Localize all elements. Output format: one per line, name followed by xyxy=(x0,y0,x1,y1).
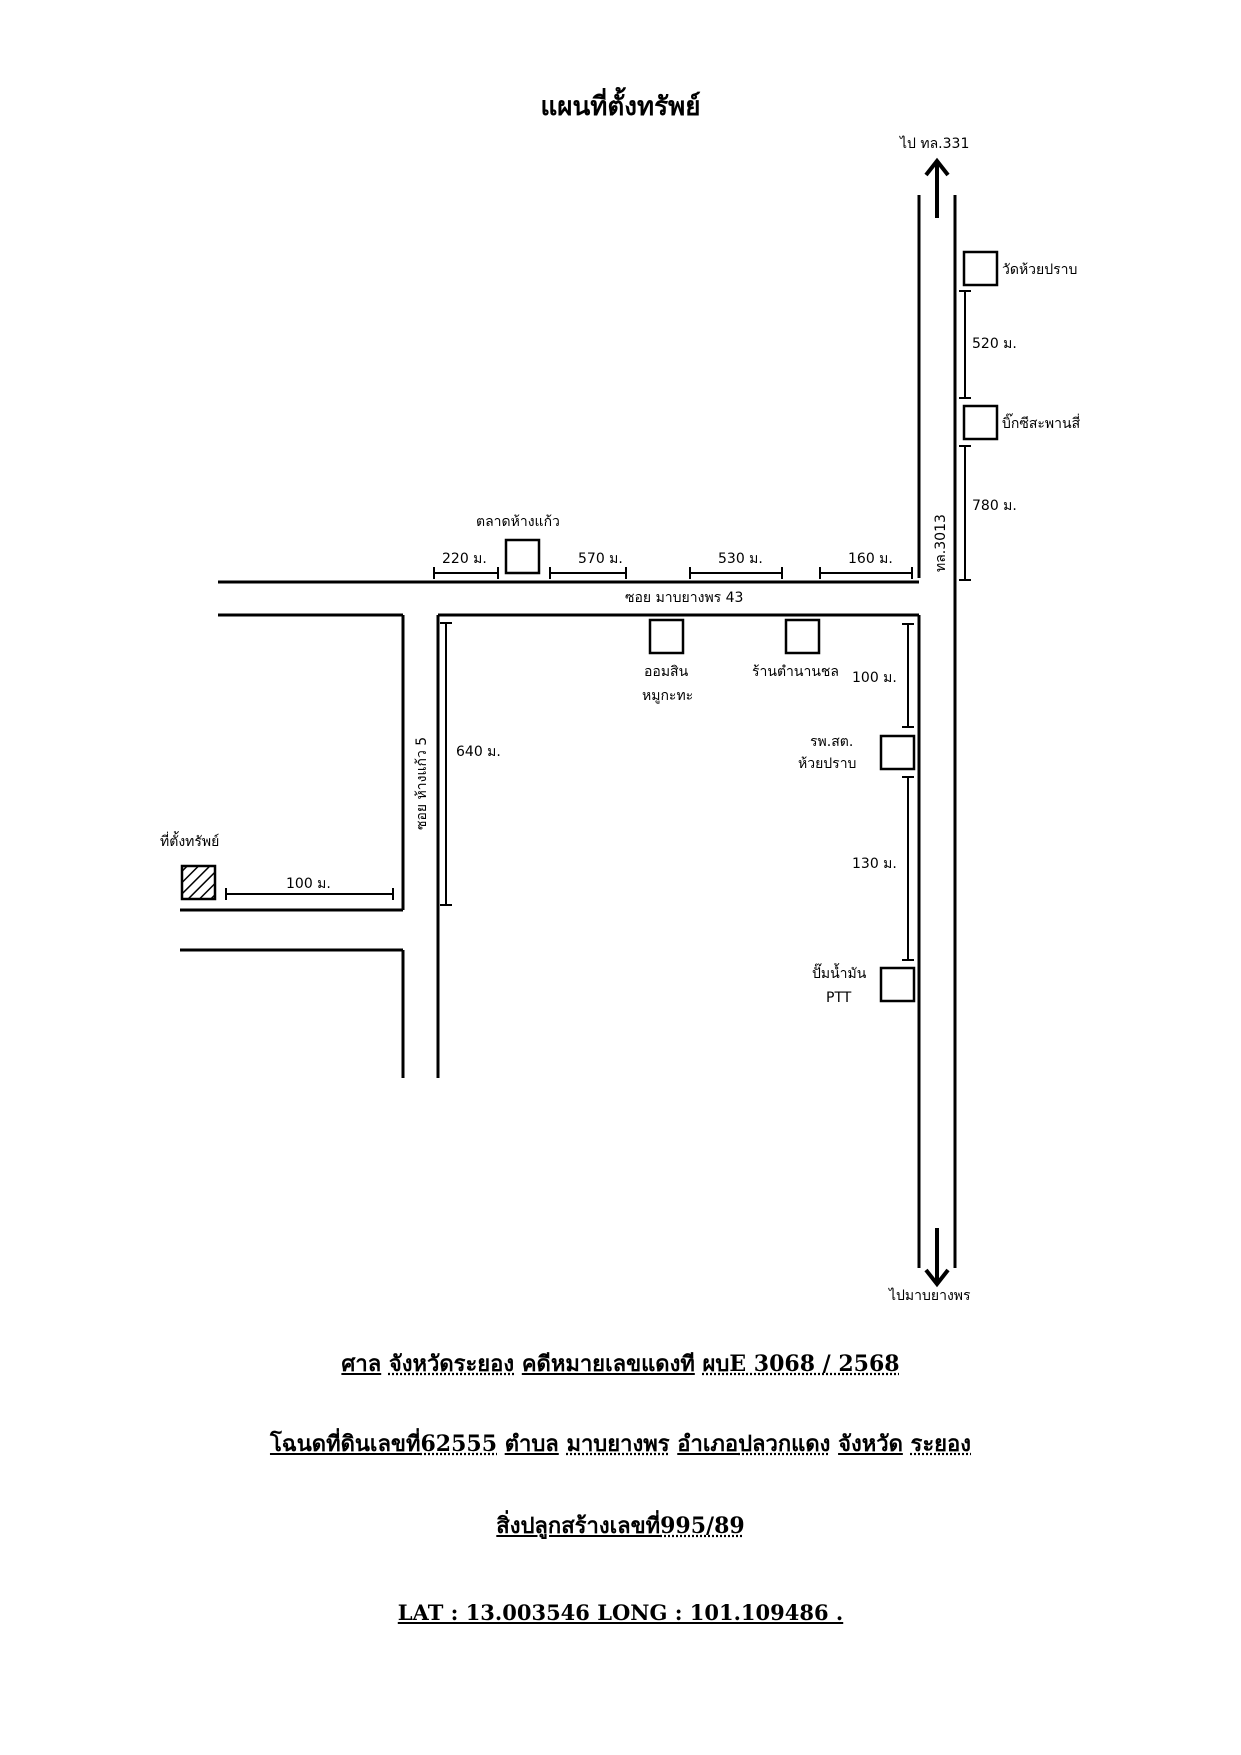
page-title: แผนที่ตั้งทรัพย์ xyxy=(540,92,701,122)
hospital-sub-label: ห้วยปราบ xyxy=(798,756,856,772)
soi-5-label: ซอย ห้างแก้ว 5 xyxy=(414,737,430,830)
shop-box xyxy=(784,618,821,655)
case-value: ผบE 3068 / 2568 xyxy=(702,1351,900,1377)
hospital-box xyxy=(879,734,916,771)
amphoe-value: ปลวกแดง xyxy=(738,1431,831,1457)
building-value: 995/89 xyxy=(660,1513,745,1539)
north-arrow xyxy=(924,157,950,218)
distance-100-right: 100 ม. xyxy=(852,670,897,686)
tambon-value: มาบยางพร xyxy=(566,1431,670,1457)
distance-780: 780 ม. xyxy=(972,498,1017,514)
building-label: สิ่งปลูกสร้างเลขที่ xyxy=(496,1513,661,1539)
property-marker xyxy=(180,864,217,901)
coordinates: LAT : 13.003546 LONG : 101.109486 . xyxy=(397,1600,844,1625)
footer-coords-line: LAT : 13.003546 LONG : 101.109486 . xyxy=(0,1600,1241,1625)
distance-220: 220 ม. xyxy=(442,551,487,567)
omsin-label: ออมสิน xyxy=(644,664,689,680)
distance-520: 520 ม. xyxy=(972,336,1017,352)
soi-43-label: ซอย มาบยางพร 43 xyxy=(625,590,743,606)
bigc-box xyxy=(962,404,999,441)
ptt-sub-label: PTT xyxy=(826,990,852,1006)
north-label: ไป ทล.331 xyxy=(899,135,969,152)
highway-label: ทล.3013 xyxy=(933,514,949,572)
court-label: ศาล xyxy=(341,1351,382,1377)
distance-100-left: 100 ม. xyxy=(286,876,331,892)
ptt-box xyxy=(879,966,916,1003)
footer-deed-line: โฉนดที่ดินเลขที่62555 ตำบล มาบยางพร อำเภ… xyxy=(0,1426,1241,1461)
distance-570: 570 ม. xyxy=(578,551,623,567)
footer-building-line: สิ่งปลูกสร้างเลขที่995/89 xyxy=(0,1508,1241,1543)
distance-130: 130 ม. xyxy=(852,856,897,872)
distance-160: 160 ม. xyxy=(848,551,893,567)
wat-box xyxy=(962,250,999,287)
property-label: ที่ตั้งทรัพย์ xyxy=(160,831,219,850)
wat-label: วัดห้วยปราบ xyxy=(1002,262,1077,278)
distance-530: 530 ม. xyxy=(718,551,763,567)
deed-label: โฉนดที่ดินเลขที่ xyxy=(269,1431,421,1457)
tambon-label: ตำบล xyxy=(504,1431,559,1457)
south-label: ไปมาบยางพร xyxy=(888,1287,971,1304)
market-box xyxy=(504,538,541,575)
amphoe-label: อำเภอ xyxy=(677,1431,739,1457)
province-label: จังหวัด xyxy=(838,1431,903,1457)
market-label: ตลาดห้างแก้ว xyxy=(476,514,560,530)
deed-value: 62555 xyxy=(420,1431,498,1457)
south-arrow xyxy=(924,1228,950,1288)
footer-court-line: ศาล จังหวัดระยอง คดีหมายเลขแดงที ผบE 306… xyxy=(0,1346,1241,1381)
omsin-sub-label: หมูกะทะ xyxy=(642,688,693,704)
omsin-box xyxy=(648,618,685,655)
case-label: คดีหมายเลขแดงที xyxy=(521,1351,695,1377)
shop-label: ร้านตำนานชล xyxy=(752,664,839,680)
bigc-label: บิ๊กซีสะพานสี่ xyxy=(1002,413,1081,432)
court-value: จังหวัดระยอง xyxy=(388,1351,515,1377)
hospital-label: รพ.สต. xyxy=(810,734,853,750)
ptt-label: ปั๊มน้ำมัน xyxy=(812,963,867,982)
province-value: ระยอง xyxy=(910,1431,972,1457)
distance-640: 640 ม. xyxy=(456,744,501,760)
